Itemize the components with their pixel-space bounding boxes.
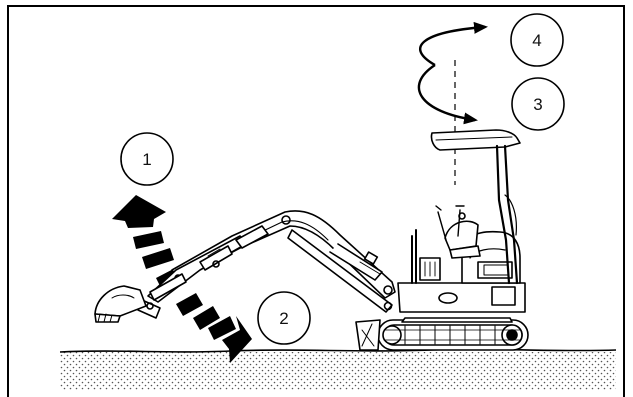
bucket bbox=[95, 286, 146, 322]
boom-raise-arrowhead bbox=[112, 195, 166, 228]
callout-3-label: 3 bbox=[533, 95, 542, 114]
swing-arrows bbox=[419, 27, 485, 185]
callout-4: 4 bbox=[511, 14, 563, 66]
ground bbox=[60, 349, 616, 390]
callout-1-label: 1 bbox=[142, 150, 151, 169]
callout-2: 2 bbox=[258, 292, 310, 344]
callout-4-label: 4 bbox=[532, 31, 541, 50]
swing-arrow-lower bbox=[419, 65, 475, 120]
swing-arrow-upper bbox=[420, 27, 485, 65]
callout-2-label: 2 bbox=[279, 309, 288, 328]
callout-3: 3 bbox=[512, 78, 564, 130]
callout-1: 1 bbox=[121, 133, 173, 185]
dozer-blade bbox=[356, 320, 380, 350]
crawler-track bbox=[378, 320, 528, 350]
